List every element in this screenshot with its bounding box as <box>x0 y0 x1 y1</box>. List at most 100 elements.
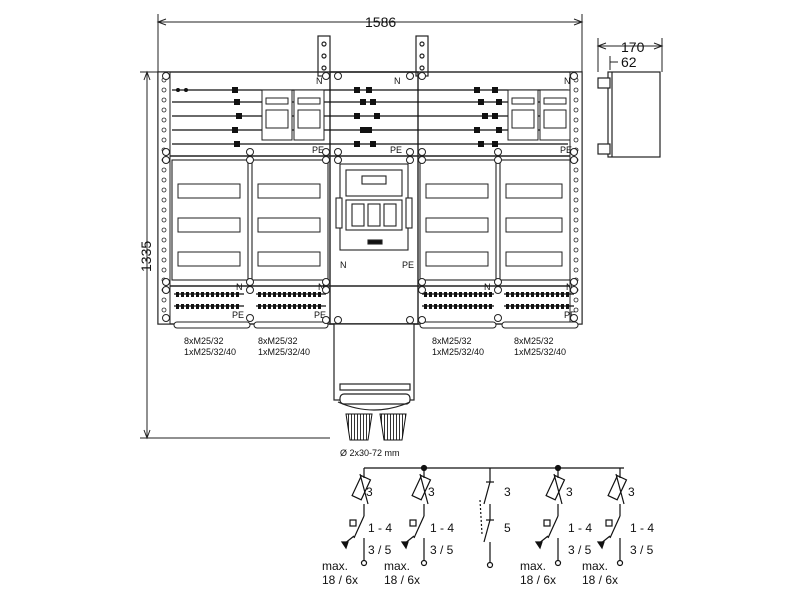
joint-ring <box>418 156 426 164</box>
joint-ring <box>418 148 426 156</box>
bus-clamp <box>478 99 484 105</box>
bus-clamp <box>370 141 376 147</box>
rail-hole <box>161 117 167 123</box>
terminal <box>506 292 509 297</box>
terminal <box>459 292 462 297</box>
joint-ring <box>570 314 578 322</box>
rail-hole <box>573 267 579 273</box>
mounting-tabs <box>317 35 429 77</box>
n-label-bottom-midright: N <box>484 282 491 292</box>
side-view <box>597 71 661 158</box>
terminal <box>449 304 452 309</box>
terminal <box>263 292 266 297</box>
gland-4-line2: 1xM25/32/40 <box>514 347 566 357</box>
fuse-switch-right <box>507 89 571 141</box>
rail-hole <box>573 137 579 143</box>
terminal <box>469 304 472 309</box>
sch-breaker-4: 1 - 4 <box>630 521 654 535</box>
switch-branch <box>479 468 494 569</box>
terminal <box>268 292 271 297</box>
joint-ring <box>406 72 414 80</box>
terminal <box>236 304 239 309</box>
terminal <box>516 304 519 309</box>
terminal <box>561 304 564 309</box>
terminal <box>566 292 569 297</box>
terminal <box>196 304 199 309</box>
joint-ring <box>494 286 502 294</box>
bus-clamp <box>366 87 372 93</box>
n-label-mid: N <box>340 260 347 270</box>
terminal <box>313 304 316 309</box>
sch-alt-4: 3 / 5 <box>630 543 654 557</box>
gland-2-line1: 8xM25/32 <box>258 336 298 346</box>
sch-switch-top: 3 <box>504 485 511 499</box>
terminal <box>469 292 472 297</box>
joint-ring <box>322 148 330 156</box>
rail-hole <box>161 127 167 133</box>
joint-ring <box>246 286 254 294</box>
sch-max-1b: 18 / 6x <box>322 573 358 587</box>
din-slot <box>177 217 241 233</box>
joint-ring <box>162 286 170 294</box>
terminal <box>191 292 194 297</box>
sch-alt-1: 3 / 5 <box>368 543 392 557</box>
bus-dot <box>184 88 188 92</box>
terminal <box>293 292 296 297</box>
rail-hole <box>573 227 579 233</box>
terminal <box>273 304 276 309</box>
joint-ring <box>162 148 170 156</box>
terminal <box>298 292 301 297</box>
joint-ring <box>570 148 578 156</box>
fuse-branch <box>596 468 628 567</box>
connection-box <box>333 323 415 411</box>
joint-ring <box>334 72 342 80</box>
sch-max-3: max. <box>520 559 546 573</box>
terminal <box>278 304 281 309</box>
joint-ring <box>570 72 578 80</box>
n-label-top-left: N <box>316 76 323 86</box>
rail-hole <box>161 307 167 313</box>
joint-ring <box>162 72 170 80</box>
n-label-top-right: N <box>564 76 571 86</box>
terminal <box>556 304 559 309</box>
joint-ring <box>162 156 170 164</box>
bus-dot <box>176 88 180 92</box>
terminal <box>308 292 311 297</box>
terminal <box>424 304 427 309</box>
terminal <box>489 292 492 297</box>
joint-ring <box>246 148 254 156</box>
din-slot <box>505 183 563 199</box>
fuse-branch <box>340 468 372 567</box>
bus-clamp <box>474 87 480 93</box>
terminal <box>541 292 544 297</box>
joint-ring <box>406 316 414 324</box>
joint-ring <box>418 278 426 286</box>
pe-label-top-right: PE <box>560 145 572 155</box>
rail-hole <box>161 257 167 263</box>
terminal <box>263 304 266 309</box>
terminal <box>236 292 239 297</box>
rail-hole <box>573 127 579 133</box>
joint-ring <box>406 148 414 156</box>
joint-ring <box>570 278 578 286</box>
terminal <box>278 292 281 297</box>
joint-ring <box>162 278 170 286</box>
terminal <box>258 304 261 309</box>
terminal <box>449 292 452 297</box>
gland-1-line1: 8xM25/32 <box>184 336 224 346</box>
terminal <box>511 292 514 297</box>
rail-hole <box>161 237 167 243</box>
bus-clamp <box>496 127 502 133</box>
terminal <box>454 292 457 297</box>
terminal <box>551 292 554 297</box>
rail-hole <box>573 197 579 203</box>
rail-hole <box>573 257 579 263</box>
sch-alt-3: 3 / 5 <box>568 543 592 557</box>
din-slot <box>505 217 563 233</box>
cable-entry-label: Ø 2x30-72 mm <box>340 448 400 458</box>
joint-ring <box>494 314 502 322</box>
schematic <box>364 464 624 472</box>
joint-ring <box>334 316 342 324</box>
terminal <box>288 292 291 297</box>
